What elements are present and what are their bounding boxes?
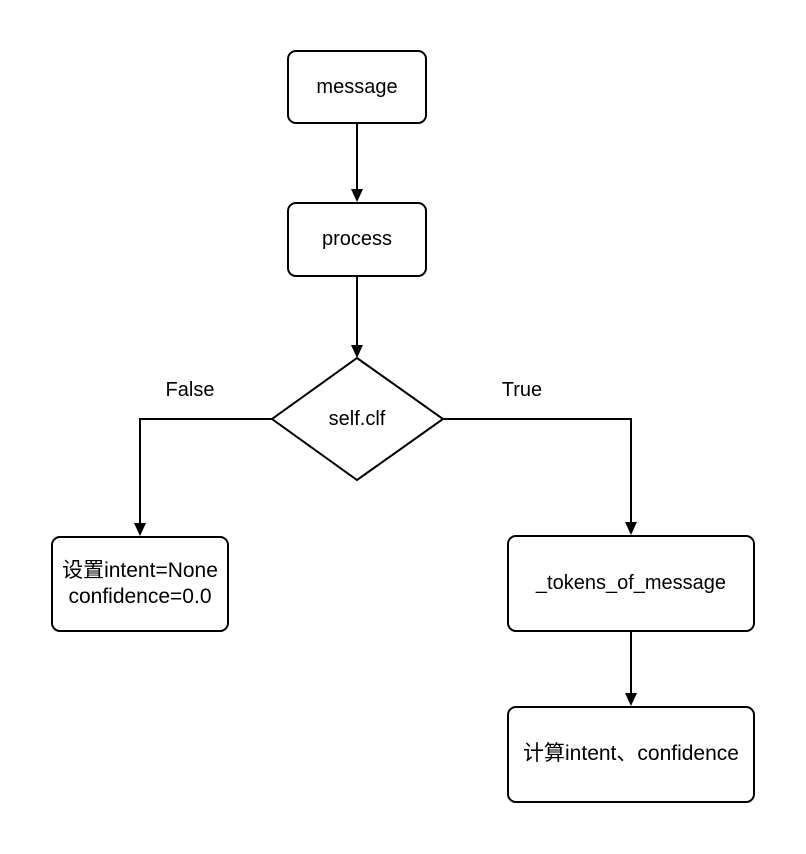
node-compute-label: 计算intent、confidence: [523, 742, 739, 766]
node-message: message: [287, 50, 427, 124]
edge-decision-false: [139, 418, 272, 524]
node-set-intent-line1: 设置intent=None: [62, 558, 218, 582]
arrowhead-tokens-compute: [625, 693, 637, 706]
node-process: process: [287, 202, 427, 277]
node-set-intent-line2: confidence=0.0: [68, 585, 212, 608]
arrowhead-decision-false: [134, 523, 146, 536]
node-message-label: message: [316, 75, 398, 98]
node-tokens: _tokens_of_message: [507, 535, 755, 632]
arrowhead-decision-true: [625, 522, 637, 535]
node-decision-label: self.clf: [328, 408, 386, 430]
decision-diamond-shape: [270, 356, 445, 482]
node-process-label: process: [321, 228, 393, 250]
node-compute: 计算intent、confidence: [507, 706, 755, 803]
arrowhead-message-process: [351, 189, 363, 202]
node-tokens-label: _tokens_of_message: [535, 572, 727, 594]
node-set-intent: 设置intent=None confidence=0.0: [51, 536, 229, 632]
arrowhead-process-decision: [351, 345, 363, 358]
edge-label-false: False: [165, 379, 215, 401]
edge-label-true: True: [501, 379, 543, 401]
edge-decision-true: [443, 418, 632, 523]
